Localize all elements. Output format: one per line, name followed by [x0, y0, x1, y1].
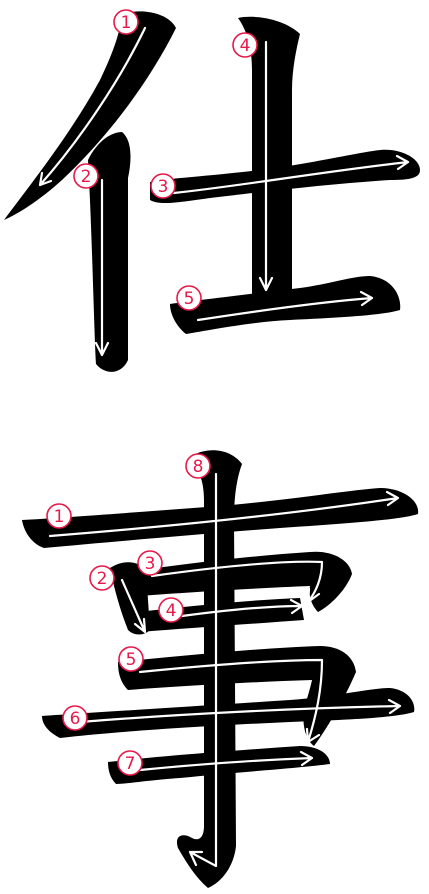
koto-arrow-4	[166, 598, 304, 620]
koto-arrow-8	[188, 472, 218, 868]
koto-number-2: 2	[89, 565, 115, 591]
svg-text:8: 8	[193, 457, 204, 477]
shi-number-5: 5	[176, 285, 202, 311]
koto-arrow-1	[48, 490, 400, 538]
koto-arrow-5	[138, 658, 324, 744]
svg-text:1: 1	[54, 507, 65, 527]
koto-arrow-3	[150, 560, 324, 604]
svg-text:2: 2	[97, 569, 108, 589]
shi-stroke-5	[170, 276, 401, 334]
character-shi: 1 2 3 4 5	[4, 9, 420, 372]
koto-number-7: 7	[117, 750, 143, 776]
svg-text:5: 5	[126, 650, 137, 670]
koto-stroke-3	[130, 551, 352, 612]
svg-text:5: 5	[184, 289, 195, 309]
koto-arrow-6	[78, 698, 402, 724]
koto-number-8: 8	[185, 453, 211, 479]
svg-text:4: 4	[240, 36, 251, 56]
shi-stroke-2	[88, 132, 131, 372]
shi-arrow-5	[196, 290, 374, 322]
koto-number-6: 6	[62, 705, 88, 731]
shi-stroke-1	[4, 11, 176, 221]
svg-text:6: 6	[70, 709, 81, 729]
koto-stroke-8	[176, 450, 242, 888]
koto-number-5: 5	[118, 646, 144, 672]
shi-arrow-4	[258, 40, 274, 292]
svg-text:1: 1	[121, 13, 132, 33]
koto-number-3: 3	[137, 550, 163, 576]
koto-number-1: 1	[46, 503, 72, 529]
koto-number-4: 4	[158, 597, 184, 623]
shi-stroke-4	[238, 16, 300, 305]
character-koto: 1 2 3 4 5 6 7 8	[22, 450, 419, 888]
koto-stroke-5	[118, 646, 356, 746]
koto-arrow-2	[120, 578, 147, 634]
svg-text:4: 4	[166, 601, 177, 621]
shi-number-1: 1	[113, 9, 139, 35]
svg-text:3: 3	[145, 554, 156, 574]
shi-number-3: 3	[150, 173, 176, 199]
svg-text:3: 3	[158, 177, 169, 197]
shi-arrow-3	[172, 154, 410, 195]
shi-number-4: 4	[232, 32, 258, 58]
shi-number-2: 2	[73, 163, 99, 189]
koto-arrow-7	[138, 750, 314, 772]
svg-text:7: 7	[125, 754, 136, 774]
svg-text:2: 2	[81, 167, 92, 187]
shi-arrow-2	[94, 178, 110, 357]
shi-arrow-1	[38, 26, 147, 187]
